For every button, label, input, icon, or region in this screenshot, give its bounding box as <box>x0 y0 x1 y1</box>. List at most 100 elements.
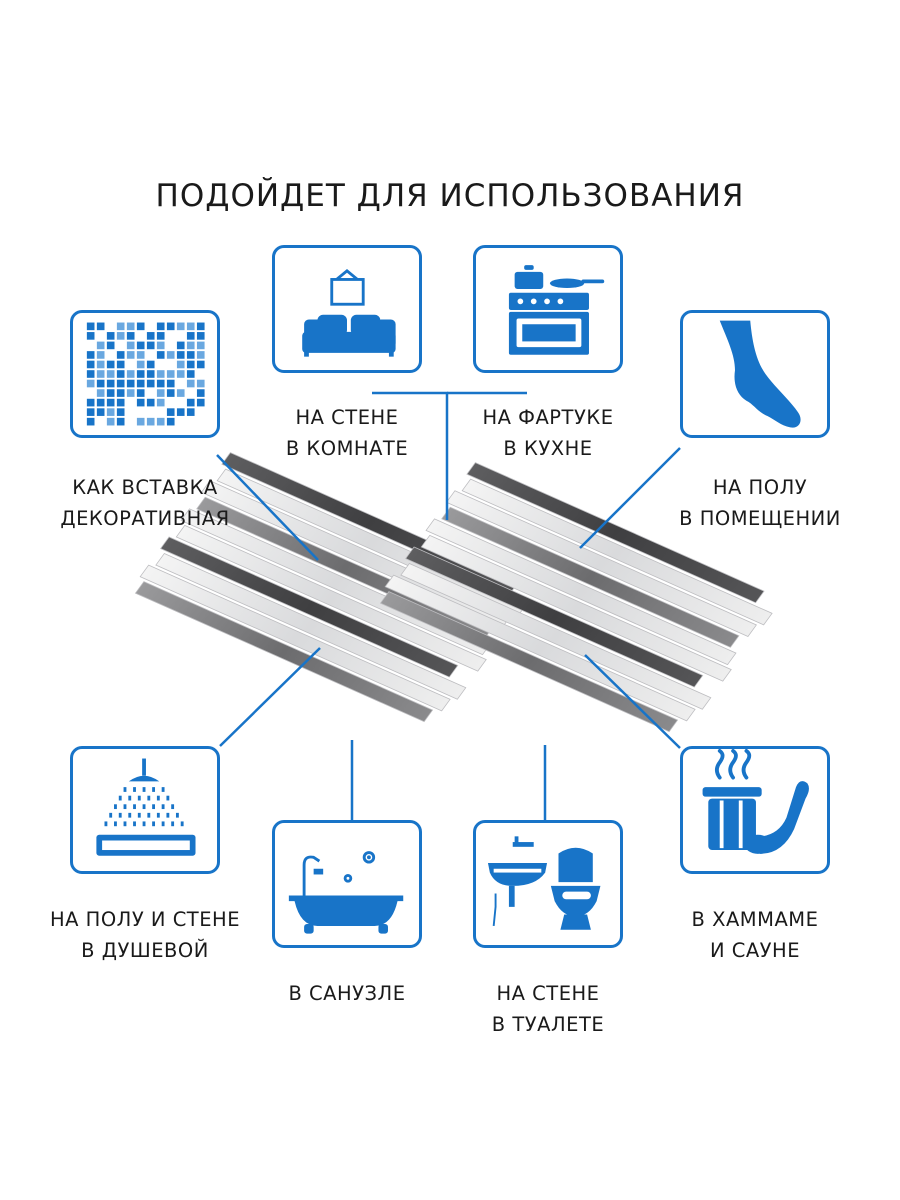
card-decorative-insert <box>70 310 220 438</box>
mosaic-square <box>86 379 95 388</box>
mosaic-square <box>106 389 115 397</box>
tile-strip <box>160 536 459 678</box>
card-sauna <box>680 746 830 874</box>
mosaic-square <box>126 322 135 331</box>
water-drop <box>156 812 160 818</box>
mosaic-square <box>166 408 175 416</box>
mosaic-square <box>156 389 165 397</box>
mosaic-square <box>136 322 145 331</box>
mosaic-square <box>96 379 105 388</box>
mosaic-square <box>96 351 105 359</box>
mosaic-square <box>166 322 175 331</box>
water-drop <box>152 821 156 827</box>
tile-strip <box>425 518 737 666</box>
water-drop <box>109 812 113 818</box>
water-drop <box>118 795 122 801</box>
card-shower <box>70 746 220 874</box>
mosaic-square <box>86 360 95 369</box>
mosaic-square <box>176 360 185 369</box>
water-drop <box>142 804 146 810</box>
mosaic-square <box>156 370 165 378</box>
mosaic-square <box>156 398 165 407</box>
mosaic-square <box>186 332 195 340</box>
label-toilet-wall: НА СТЕНЕ В ТУАЛЕТЕ <box>491 982 605 1036</box>
sauna-icon <box>702 749 809 854</box>
tile-strip <box>379 591 679 733</box>
mosaic-square <box>146 379 155 388</box>
mosaic-square <box>196 360 205 369</box>
mosaic-square <box>176 389 185 397</box>
page-title: ПОДОЙДЕТ ДЛЯ ИСПОЛЬЗОВАНИЯ <box>155 178 745 214</box>
water-drop <box>142 787 146 792</box>
tile-strip <box>175 524 487 672</box>
mosaic-square <box>106 360 115 369</box>
mosaic-square <box>166 389 175 397</box>
mosaic-square <box>196 332 205 340</box>
mosaic-square <box>106 332 115 340</box>
mosaic-square <box>116 370 125 378</box>
water-drop <box>114 804 117 810</box>
mosaic-square <box>136 417 145 426</box>
mosaic-square <box>116 360 125 369</box>
mosaic-square <box>186 398 195 407</box>
mosaic-square <box>96 398 105 407</box>
water-drop <box>171 821 175 827</box>
sofa-icon <box>302 269 396 357</box>
connector-line <box>579 447 681 549</box>
card-kitchen-backsplash <box>473 245 623 373</box>
mosaic-square <box>126 351 135 359</box>
water-drop <box>133 804 136 810</box>
water-drop <box>152 787 156 792</box>
tile-strip <box>405 546 704 688</box>
mosaic-square <box>136 379 145 388</box>
water-drop <box>123 821 127 827</box>
label-sauna: В ХАММАМЕ И САУНЕ <box>691 908 819 962</box>
tile-strip <box>139 564 451 712</box>
card-bathroom <box>272 820 422 948</box>
mosaic-square <box>116 351 125 359</box>
mosaic-square <box>106 341 115 350</box>
mosaic-square <box>126 389 135 397</box>
tile-panel <box>379 462 773 733</box>
mosaic-square <box>116 398 125 407</box>
mosaic-square <box>136 370 145 378</box>
mosaic-square <box>146 398 155 407</box>
mosaic-square <box>136 389 145 397</box>
mosaic-square <box>136 341 145 350</box>
card-room-wall <box>272 245 422 373</box>
mosaic-square <box>176 408 185 416</box>
mosaic-square <box>106 379 115 388</box>
mosaic-square <box>186 408 195 416</box>
foot-icon <box>719 320 801 428</box>
mosaic-square <box>166 351 175 359</box>
mosaic-square <box>106 398 115 407</box>
mosaic-square <box>126 332 135 340</box>
tile-panel <box>134 452 528 723</box>
mosaic-square <box>86 351 95 359</box>
mosaic-square <box>136 398 145 407</box>
mosaic-square <box>146 341 155 350</box>
mosaic-square <box>186 379 195 388</box>
mosaic-square <box>176 322 185 331</box>
mosaic-square <box>86 370 95 378</box>
card-toilet-wall <box>473 820 623 948</box>
water-drop <box>147 812 151 818</box>
mosaic-square <box>96 322 105 331</box>
mosaic-square <box>156 332 165 340</box>
mosaic-square <box>196 351 205 359</box>
water-drop <box>147 795 151 801</box>
mosaic-square <box>146 332 155 340</box>
mosaic-square <box>126 370 135 378</box>
mosaic-square <box>156 322 165 331</box>
card-indoor-floor <box>680 310 830 438</box>
water-drop <box>171 804 175 810</box>
mosaic-square <box>166 370 175 378</box>
water-drop <box>166 812 170 818</box>
mosaic-square <box>186 341 195 350</box>
mosaic-square <box>116 332 125 340</box>
mosaic-square <box>156 341 165 350</box>
tile-strip <box>420 534 732 682</box>
tile-strip <box>445 490 757 638</box>
connector-line <box>584 654 681 749</box>
mosaic-square <box>116 322 125 331</box>
